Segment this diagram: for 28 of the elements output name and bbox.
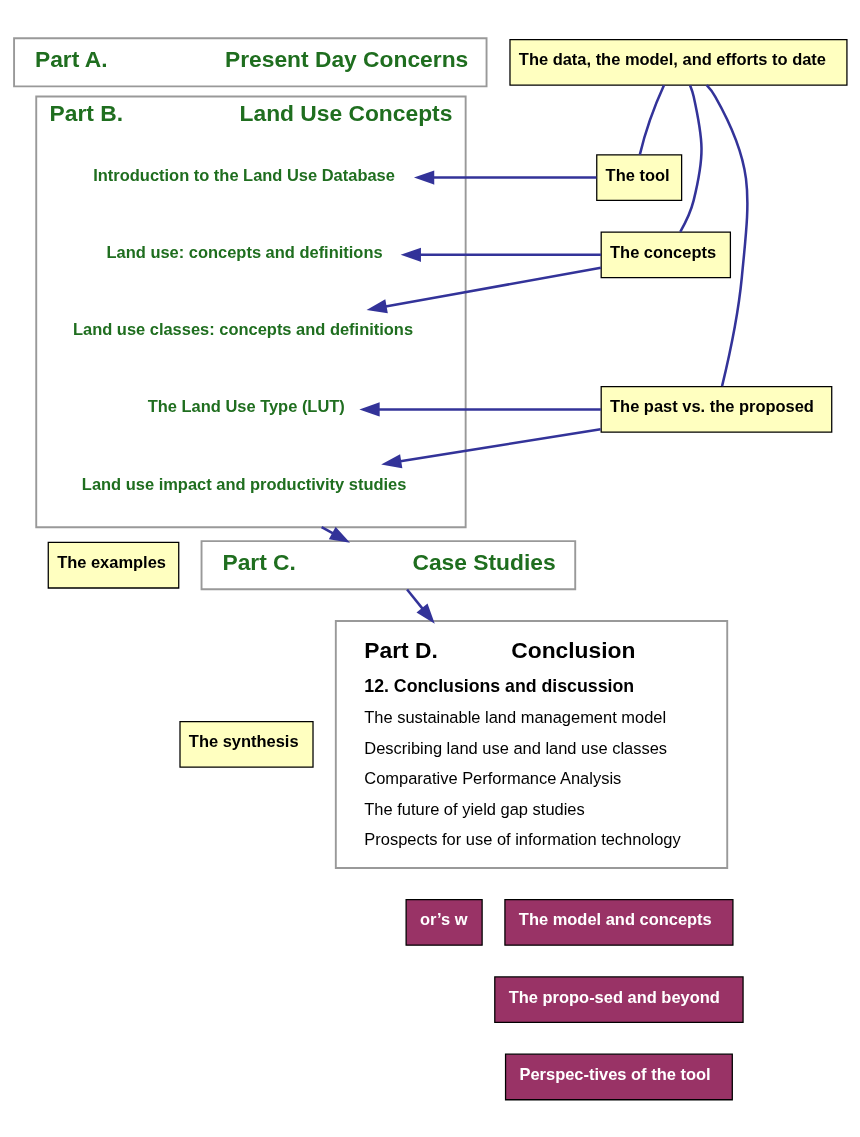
node-box: Part D. Conclusion 12. Conclusions and discussion The sustainable land management model Describing land use and land use classes Comparative Performance Analysis The future of yield gap studies Prospects for use of information technology	[334, 619, 728, 869]
node-text: The Land Use Type (LUT)	[147, 396, 345, 415]
node-box: The synthesis	[178, 720, 314, 768]
arrow	[405, 588, 435, 624]
node-box: The tool	[595, 153, 682, 201]
node-text: Land use classes: concepts and definitions	[72, 319, 413, 338]
node-box: The concepts	[600, 230, 731, 278]
node-text: Land use impact and productivity studies	[81, 474, 406, 493]
node-text: Introduction to the Land Use Database	[92, 165, 395, 184]
arrow	[413, 169, 596, 185]
node-box: The propo-sed and beyond	[493, 975, 744, 1023]
arrow	[320, 525, 350, 543]
node-box: The model and concepts	[503, 898, 734, 946]
node-box: Part C. Case Studies	[200, 539, 576, 590]
node-box: Perspec-tives of the tool	[504, 1053, 733, 1100]
node-box: or’s w	[405, 898, 483, 946]
arrow	[400, 247, 601, 262]
connector	[638, 84, 665, 155]
node-box: The past vs. the proposed	[600, 385, 832, 433]
node-box: Part A. Present Day Concerns	[12, 36, 487, 87]
arrow	[366, 266, 601, 313]
arrow	[358, 401, 601, 416]
node-box: The data, the model, and efforts to date	[508, 38, 848, 86]
connector	[705, 83, 749, 386]
arrow	[380, 427, 601, 468]
node-text: Land use: concepts and definitions	[106, 242, 383, 261]
connector	[678, 84, 703, 232]
node-box: The examples	[47, 541, 179, 589]
